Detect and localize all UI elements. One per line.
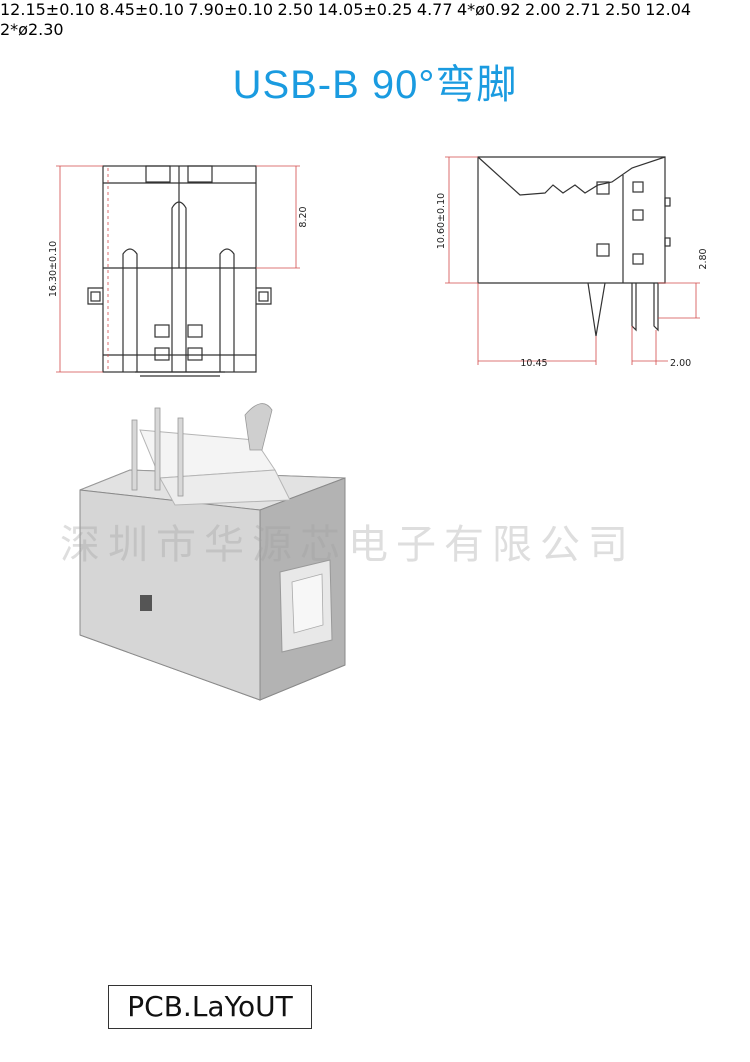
pcb-span-label: 12.04 xyxy=(645,0,692,19)
product-render xyxy=(79,403,346,701)
end-pitch-label: 2.50 xyxy=(277,0,314,19)
end-outer-width-label: 12.15±0.10 xyxy=(0,0,95,19)
pcb-layout-label: PCB.LaYoUT xyxy=(108,985,312,1029)
side-pin-label: 2.80 xyxy=(698,248,709,269)
watermark: 深圳市华源芯电子有限公司 xyxy=(60,522,636,568)
pcb-pitch-v-small-label: 2.00 xyxy=(525,0,561,19)
side-depth-label: 10.45 xyxy=(520,358,547,369)
page-title: USB-B 90°弯脚 xyxy=(232,63,518,107)
side-height-label: 10.60±0.10 xyxy=(436,193,447,249)
side-view xyxy=(477,156,671,337)
pcb-large-hole-label: 2*ø2.30 xyxy=(0,20,64,39)
front-height-label: 16.30±0.10 xyxy=(48,241,59,297)
front-view xyxy=(87,165,272,377)
pcb-offset-label: 4.77 xyxy=(416,0,453,19)
pcb-small-hole-label: 4*ø0.92 xyxy=(456,0,521,19)
front-upper-label: 8.20 xyxy=(298,206,309,227)
end-height-label: 7.90±0.10 xyxy=(188,0,274,19)
side-pitch-label: 2.00 xyxy=(670,358,691,369)
end-inner-width-label: 8.45±0.10 xyxy=(99,0,184,19)
end-leg-span-label: 14.05±0.25 xyxy=(317,0,413,19)
front-view-dimensions xyxy=(56,165,300,373)
pcb-pitch-v-large-label: 2.71 xyxy=(565,0,601,19)
side-view-dimensions xyxy=(445,156,700,365)
pcb-pitch-h-label: 2.50 xyxy=(605,0,641,19)
